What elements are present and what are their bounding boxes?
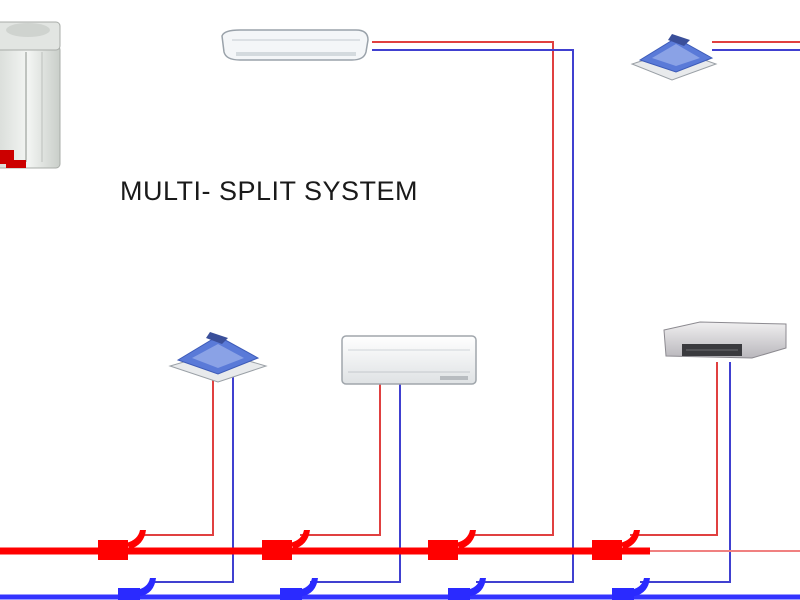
refnet-joint-icon [428, 530, 476, 560]
refnet-joint-icon [448, 578, 486, 600]
outdoor-unit-icon [0, 21, 61, 169]
wall-unit-return-pipe [310, 384, 401, 583]
ceiling-unit-return-pipe [372, 49, 574, 583]
refnet-joint-icon [592, 530, 640, 560]
ducted-unit-icon [663, 321, 787, 359]
duct-unit-supply-pipe [630, 362, 718, 536]
diagram-title: MULTI- SPLIT SYSTEM [120, 176, 419, 206]
refnet-joint-icon [262, 530, 310, 560]
refnet-joint-icon [280, 578, 318, 600]
cassette-left-supply-pipe [140, 372, 214, 536]
branch-pipes [140, 41, 800, 583]
cassette-unit-icon [630, 34, 718, 81]
cassette-left-return-pipe [150, 372, 234, 583]
cassette-unit-icon [168, 332, 268, 383]
refnet-joint-icon [612, 578, 650, 600]
wall-unit-supply-pipe [300, 384, 381, 536]
ceiling-unit-supply-pipe [372, 41, 554, 536]
wall-mounted-unit-icon [341, 335, 477, 385]
refnet-joint-icon [98, 530, 146, 560]
supply-joints [98, 530, 640, 560]
refnet-joint-icon [118, 578, 156, 600]
duct-unit-return-pipe [640, 362, 731, 583]
ceiling-suspended-unit-icon [221, 29, 369, 61]
return-joints [118, 578, 650, 600]
